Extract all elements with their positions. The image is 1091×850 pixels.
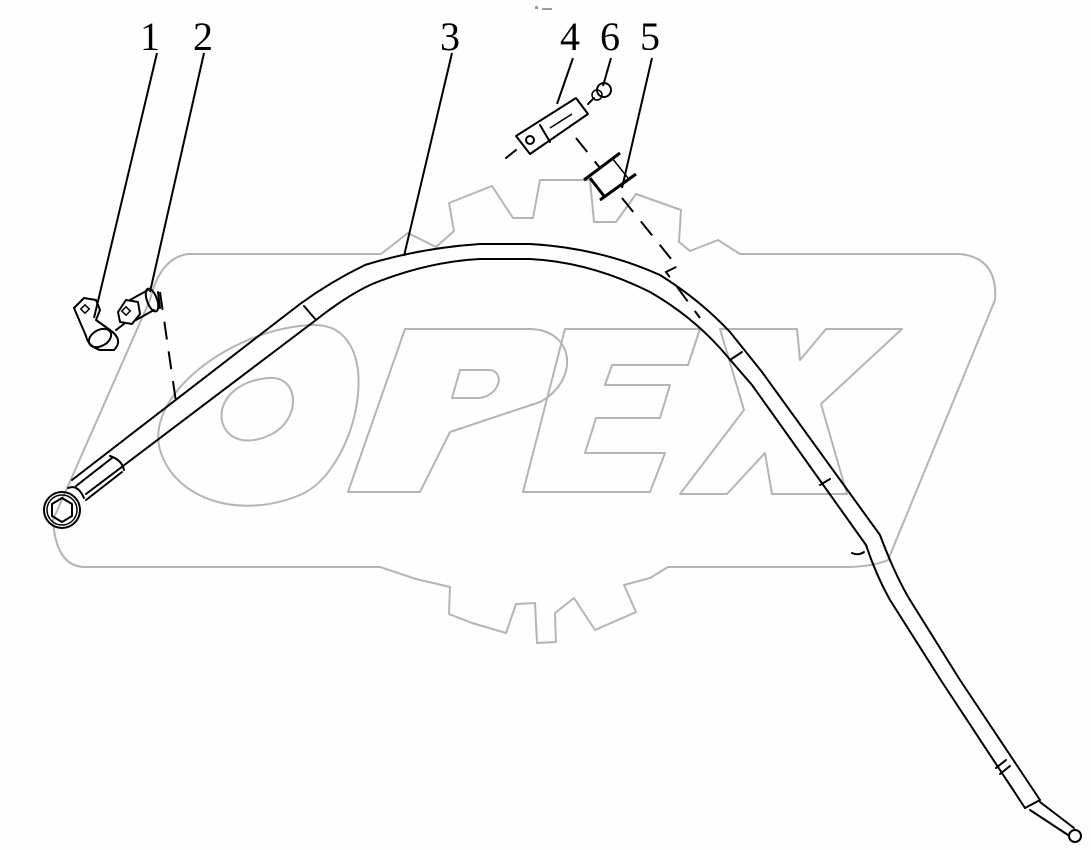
cable-joint — [819, 478, 831, 486]
watermark-letter-x — [679, 328, 903, 495]
watermark-letter-o — [157, 323, 360, 507]
holder-top-plate — [583, 151, 621, 182]
cable-ferrule-ring — [67, 486, 85, 499]
callout-6: 6 — [600, 14, 620, 59]
cable-joint — [729, 351, 743, 361]
watermark-letter-p — [347, 328, 568, 493]
callout-2: 2 — [193, 14, 213, 59]
watermark-letter-e — [522, 328, 701, 493]
cable-joint — [303, 305, 317, 321]
watermark-letter-p-inner — [451, 369, 500, 399]
part-6-nut — [591, 82, 612, 101]
assembly-line-5 — [621, 197, 701, 319]
bracket-stud — [505, 149, 517, 159]
cable-inner-wire — [1024, 799, 1075, 836]
callout-5: 5 — [640, 14, 660, 59]
assembly-line-4 — [575, 137, 601, 169]
scan-artifact — [542, 8, 552, 10]
holder-side — [588, 177, 606, 197]
clamp-loop — [87, 327, 113, 349]
scan-artifact — [535, 6, 538, 9]
holder-side-back — [611, 157, 629, 179]
part-2-bolt — [117, 287, 161, 325]
leader-2 — [149, 52, 205, 293]
cable-joint — [999, 765, 1011, 775]
bolt-head — [117, 299, 141, 325]
part-4-bracket — [505, 97, 595, 159]
cable-eyelet-terminal — [43, 491, 81, 529]
cable-end-ball — [1068, 829, 1082, 843]
bracket-slot — [549, 113, 573, 129]
leader-5 — [621, 57, 653, 189]
bolt-flange — [157, 291, 161, 309]
leader-lines — [93, 52, 653, 319]
part-5-holder — [583, 151, 637, 202]
holder-bottom-plate — [599, 172, 637, 202]
callout-4: 4 — [560, 14, 580, 59]
cable-ferrule-edge — [109, 455, 125, 471]
bracket-body — [515, 97, 589, 155]
callout-1: 1 — [140, 14, 160, 59]
cable-joint — [995, 759, 1007, 769]
clamp-connector — [115, 323, 125, 331]
bolt-socket — [120, 305, 132, 317]
leader-1 — [93, 52, 158, 319]
part-1-clamp — [73, 297, 125, 351]
cable-ferrule — [75, 457, 123, 501]
bracket-bolt — [525, 135, 535, 145]
nut-inner — [591, 89, 603, 101]
leader-4 — [556, 57, 574, 105]
cable-joint — [851, 551, 865, 556]
watermark-letter-o-inner — [220, 376, 294, 442]
callout-labels: 1 2 3 4 6 5 — [140, 14, 660, 59]
callout-3: 3 — [440, 14, 460, 59]
bracket-divider — [539, 124, 551, 143]
cable-sheath-outer — [71, 243, 1041, 801]
part-3-control-cable — [43, 243, 1082, 843]
bolt-washer — [144, 287, 160, 313]
assembly-line-2 — [159, 291, 177, 403]
leader-6 — [602, 57, 612, 87]
cable-sheath-inner — [85, 258, 1026, 809]
leader-3 — [403, 52, 453, 257]
clamp-hole — [79, 303, 91, 315]
